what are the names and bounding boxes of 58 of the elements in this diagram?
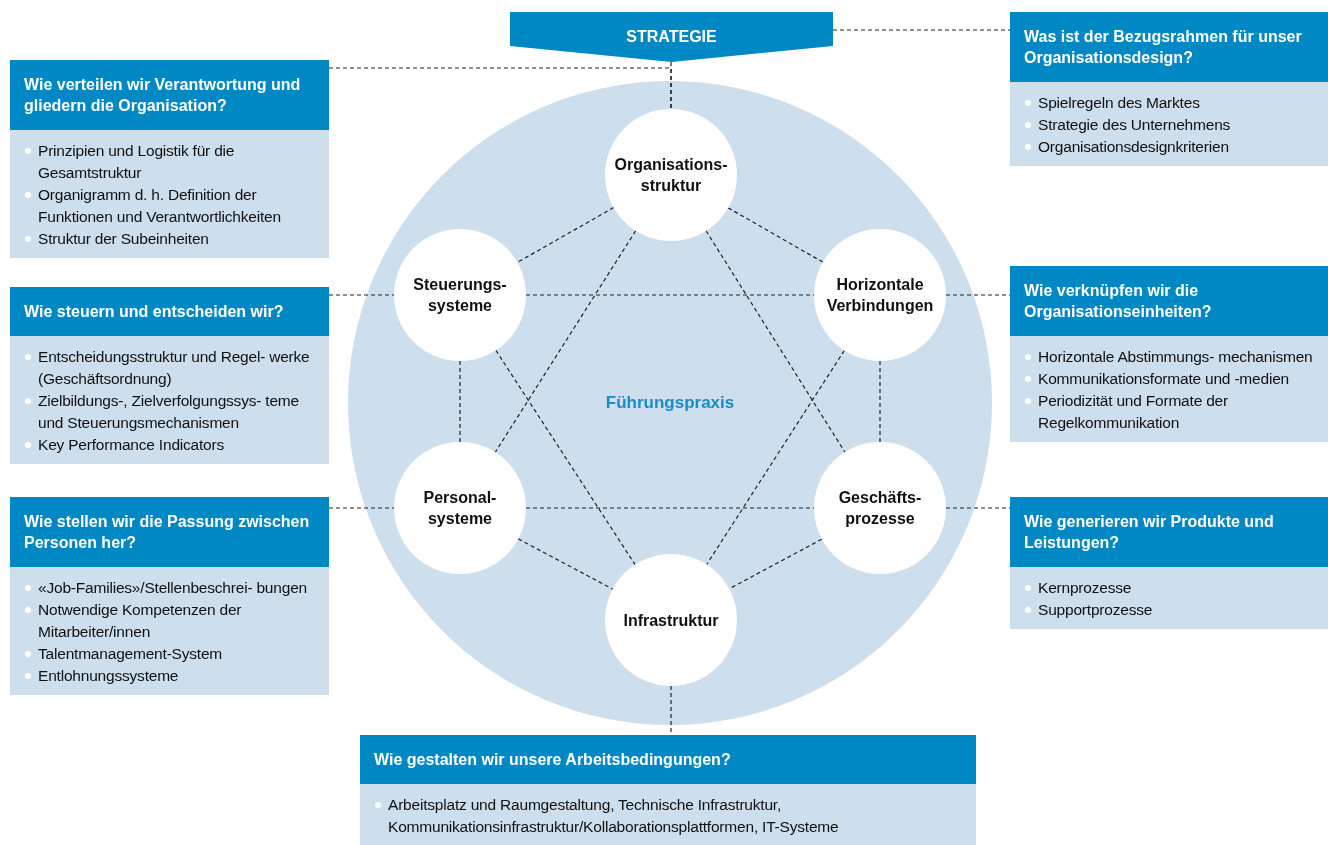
info-card	[10, 497, 329, 695]
list-item: Organigramm d. h. Definition der Funktionen und Verantwortlichkeiten	[24, 184, 321, 228]
topic-circle: Steuerungs- systeme	[394, 229, 526, 361]
info-card	[360, 735, 976, 845]
list-item: Spielregeln des Marktes	[1024, 92, 1320, 114]
list-item: Supportprozesse	[1024, 599, 1320, 621]
list-item: Horizontale Abstimmungs- mechanismen	[1024, 346, 1320, 368]
connector-line	[945, 507, 1011, 509]
connector-line	[328, 507, 395, 509]
list-item: Kernprozesse	[1024, 577, 1320, 599]
card-heading: Wie generieren wir Produkte und Leistungen?	[1010, 497, 1328, 567]
list-item: Entlohnungssysteme	[24, 665, 321, 687]
connector-line	[495, 349, 636, 566]
card-heading: Wie verknüpfen wir die Organisationseinheiten?	[1010, 266, 1328, 336]
card-heading: Wie verteilen wir Verantwortung und gliedern die Organisation?	[10, 60, 329, 130]
list-item: Notwendige Kompetenzen der Mitarbeiter/innen	[24, 599, 321, 643]
list-item: Zielbildungs-, Zielverfolgungssys- teme und Steuerungsmechanismen	[24, 390, 321, 434]
info-card	[10, 60, 329, 258]
connector-line	[706, 349, 845, 566]
connector-line	[328, 67, 672, 110]
banner-arrow: STRATEGIE	[510, 12, 833, 62]
circle-label: Führungspraxis	[605, 393, 735, 413]
list-item: Talentmanagement-System	[24, 643, 321, 665]
connector-line	[945, 294, 1011, 296]
topic-circle: Geschäfts- prozesse	[814, 442, 946, 574]
connector-line	[525, 507, 815, 509]
connector-line	[727, 207, 824, 263]
connector-line	[328, 294, 395, 296]
list-item: Periodizität und Formate der Regelkommunikation	[1024, 390, 1320, 434]
connector-line	[517, 538, 614, 590]
topic-circle: Infrastruktur	[605, 554, 737, 686]
card-heading: Wie gestalten wir unsere Arbeitsbedingungen?	[360, 735, 976, 784]
info-card	[1010, 12, 1328, 166]
topic-circle: Horizontale Verbindungen	[814, 229, 946, 361]
connector-line	[494, 230, 637, 453]
connector-line	[459, 360, 461, 443]
card-heading: Wie steuern und entscheiden wir?	[10, 287, 329, 336]
card-heading: Wie stellen wir die Passung zwischen Personen her?	[10, 497, 329, 567]
topic-circle: Organisations- struktur	[605, 109, 737, 241]
card-heading: Was ist der Bezugsrahmen für unser Organisationsdesign?	[1010, 12, 1328, 82]
connector-line	[832, 29, 1011, 31]
list-item: Struktur der Subeinheiten	[24, 228, 321, 250]
list-item: Kommunikationsformate und -medien	[1024, 368, 1320, 390]
list-item: «Job-Families»/Stellenbeschrei- bungen	[24, 577, 321, 599]
connector-line	[705, 230, 846, 453]
list-item: Strategie des Unternehmens	[1024, 114, 1320, 136]
connector-line	[525, 294, 815, 296]
info-card	[1010, 497, 1328, 629]
list-item: Key Performance Indicators	[24, 434, 321, 456]
info-card	[1010, 266, 1328, 442]
list-item: Organisationsdesignkriterien	[1024, 136, 1320, 158]
list-item: Arbeitsplatz und Raumgestaltung, Technische Infrastruktur, Kommunikationsinfrastruktur/Kollaborationsplattformen, IT-Systeme	[374, 794, 968, 838]
list-item: Entscheidungsstruktur und Regel- werke (Geschäftsordnung)	[24, 346, 321, 390]
info-card	[10, 287, 329, 464]
connector-line	[516, 207, 615, 263]
connector-line	[879, 360, 881, 443]
topic-circle: Personal- systeme	[394, 442, 526, 574]
list-item: Prinzipien und Logistik für die Gesamtstruktur	[24, 140, 321, 184]
